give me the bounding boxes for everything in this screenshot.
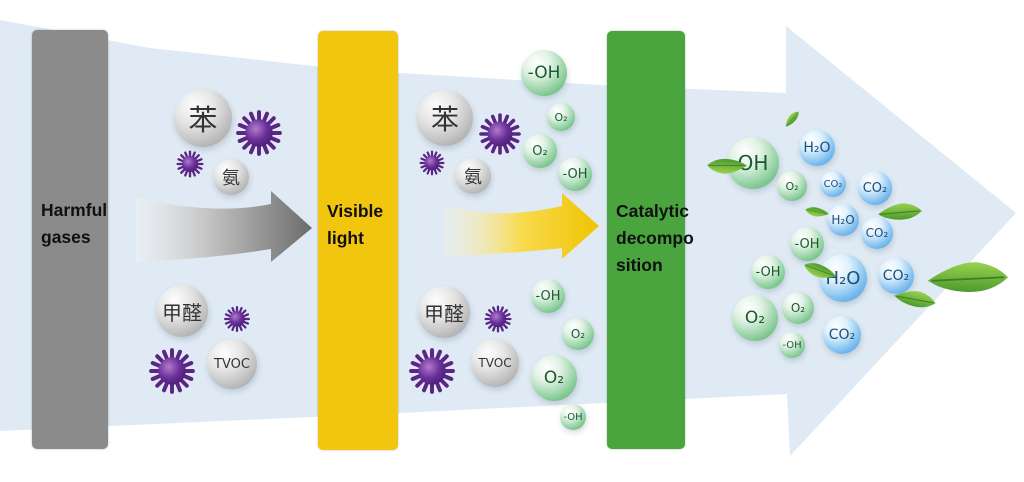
oxygen-sphere: O₂ bbox=[547, 103, 575, 131]
benzene-sphere: 苯 bbox=[417, 90, 473, 146]
co2-sphere: CO₂ bbox=[858, 171, 892, 205]
hydroxyl-radical-sphere: -OH bbox=[560, 404, 586, 430]
hydroxyl-radical-sphere: -OH bbox=[751, 255, 785, 289]
stage-label-line: light bbox=[327, 228, 364, 248]
hydroxyl-radical-sphere: -OH bbox=[531, 279, 565, 313]
hydroxyl-radical-sphere: -OH bbox=[790, 227, 824, 261]
oxygen-sphere: O₂ bbox=[562, 318, 594, 350]
co2-sphere: CO₂ bbox=[820, 171, 846, 197]
hydroxyl-radical-sphere: OH bbox=[727, 137, 779, 189]
oxygen-sphere: O₂ bbox=[523, 134, 557, 168]
stage-label-line: decompo bbox=[616, 228, 694, 248]
tvoc-sphere: TVOC bbox=[207, 339, 257, 389]
stage-label-line: Harmful bbox=[41, 200, 108, 220]
stage-label-catalytic-decomposition: Catalytic decompo sition bbox=[616, 198, 694, 279]
stage-bar-visible-light: Visible light bbox=[318, 31, 398, 450]
water-sphere: H₂O bbox=[827, 204, 859, 236]
hydroxyl-radical-sphere: -OH bbox=[558, 157, 592, 191]
stage-label-line: Catalytic bbox=[616, 201, 689, 221]
formaldehyde-sphere: 甲醛 bbox=[156, 285, 208, 337]
stage-bar-catalytic-decomposition: Catalytic decompo sition bbox=[607, 31, 694, 449]
stage-bar-harmful-gases: Harmful gases bbox=[32, 30, 108, 449]
oxygen-sphere: O₂ bbox=[531, 355, 577, 401]
stage-label-line: gases bbox=[41, 227, 91, 247]
benzene-sphere: 苯 bbox=[174, 89, 232, 147]
oxygen-sphere: O₂ bbox=[782, 292, 814, 324]
co2-sphere: CO₂ bbox=[861, 217, 893, 249]
ammonia-sphere: 氨 bbox=[213, 159, 249, 195]
oxygen-sphere: O₂ bbox=[732, 295, 778, 341]
tvoc-sphere: TVOC bbox=[471, 339, 519, 387]
gray-flow-arrow bbox=[136, 191, 312, 262]
co2-sphere: CO₂ bbox=[878, 258, 914, 294]
stage-label-harmful-gases: Harmful gases bbox=[41, 197, 107, 251]
stage-label-line: sition bbox=[616, 255, 663, 275]
water-sphere: H₂O bbox=[819, 254, 867, 302]
ammonia-sphere: 氨 bbox=[455, 158, 491, 194]
formaldehyde-sphere: 甲醛 bbox=[418, 286, 470, 338]
stage-label-visible-light: Visible light bbox=[327, 198, 383, 252]
yellow-flow-arrow bbox=[443, 193, 599, 259]
co2-sphere: CO₂ bbox=[823, 316, 861, 354]
oxygen-sphere: O₂ bbox=[777, 171, 807, 201]
stage-label-line: Visible bbox=[327, 201, 384, 221]
hydroxyl-radical-sphere: -OH bbox=[521, 50, 567, 96]
hydroxyl-radical-sphere: -OH bbox=[779, 332, 805, 358]
water-sphere: H₂O bbox=[799, 130, 835, 166]
